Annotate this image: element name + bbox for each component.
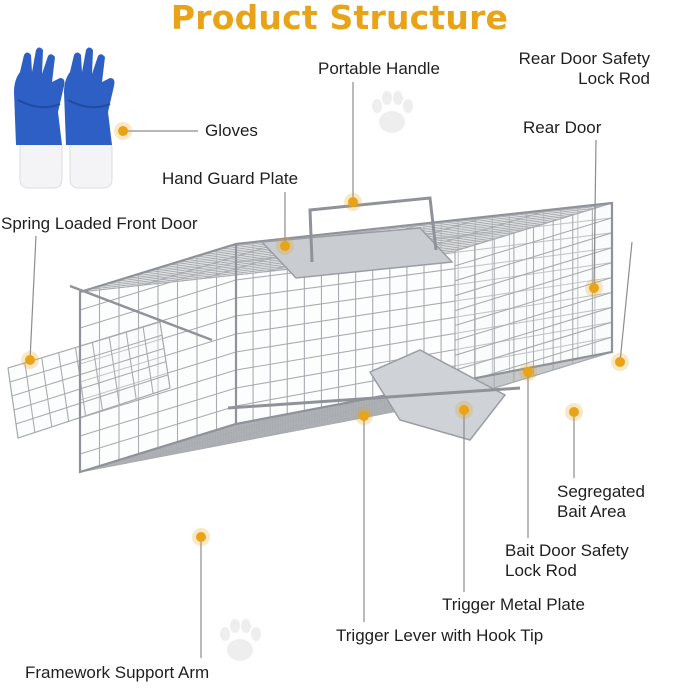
callout-marker-10	[355, 407, 373, 425]
framework-support-arm	[69, 284, 213, 342]
paw-watermark-icon-2	[220, 619, 261, 661]
paw-watermark-icon-1	[372, 91, 413, 133]
label-trigger-metal-plate: Trigger Metal Plate	[442, 595, 585, 614]
portable-handle	[308, 196, 438, 263]
callout-marker-9	[455, 401, 473, 419]
label-spring-loaded-front-door: Spring Loaded Front Door	[1, 214, 198, 233]
label-segregated-bait-area: Segregated Bait Area	[557, 482, 645, 521]
diagram-title: Product Structure	[170, 0, 509, 37]
cage-trap-icon	[7, 196, 614, 474]
callout-markers	[21, 122, 629, 546]
cage-frame	[78, 201, 614, 474]
glove-left-icon	[14, 47, 65, 189]
label-bait-door-safety-lock-rod: Bait Door Safety Lock Rod	[505, 541, 629, 580]
callout-marker-7	[565, 403, 583, 421]
front-door-mesh	[7, 321, 171, 439]
leader-line-6	[29, 235, 37, 361]
leader-line-3	[619, 241, 633, 363]
hand-guard-plate	[260, 227, 454, 279]
trigger-lever	[227, 386, 521, 410]
gloves-icon	[14, 47, 115, 189]
label-rear-door: Rear Door	[523, 118, 602, 137]
glove-right-icon	[64, 47, 115, 189]
paw-watermarks	[220, 91, 413, 661]
label-gloves: Gloves	[205, 121, 258, 140]
callout-marker-5	[276, 237, 294, 255]
label-trigger-lever-with-hook-tip: Trigger Lever with Hook Tip	[336, 626, 544, 645]
callout-marker-2	[344, 193, 362, 211]
label-portable-handle: Portable Handle	[318, 59, 440, 78]
label-rear-door-safety-lock-rod: Rear Door Safety Lock Rod	[518, 49, 650, 88]
callout-marker-4	[585, 279, 603, 297]
label-framework-support-arm: Framework Support Arm	[25, 663, 210, 682]
callout-marker-3	[611, 353, 629, 371]
callout-marker-6	[21, 351, 39, 369]
leader-line-4	[593, 139, 597, 289]
callout-marker-8	[519, 363, 537, 381]
callout-leaders	[29, 82, 633, 658]
callout-marker-1	[114, 122, 132, 140]
label-hand-guard-plate: Hand Guard Plate	[162, 169, 299, 188]
callout-marker-11	[192, 528, 210, 546]
